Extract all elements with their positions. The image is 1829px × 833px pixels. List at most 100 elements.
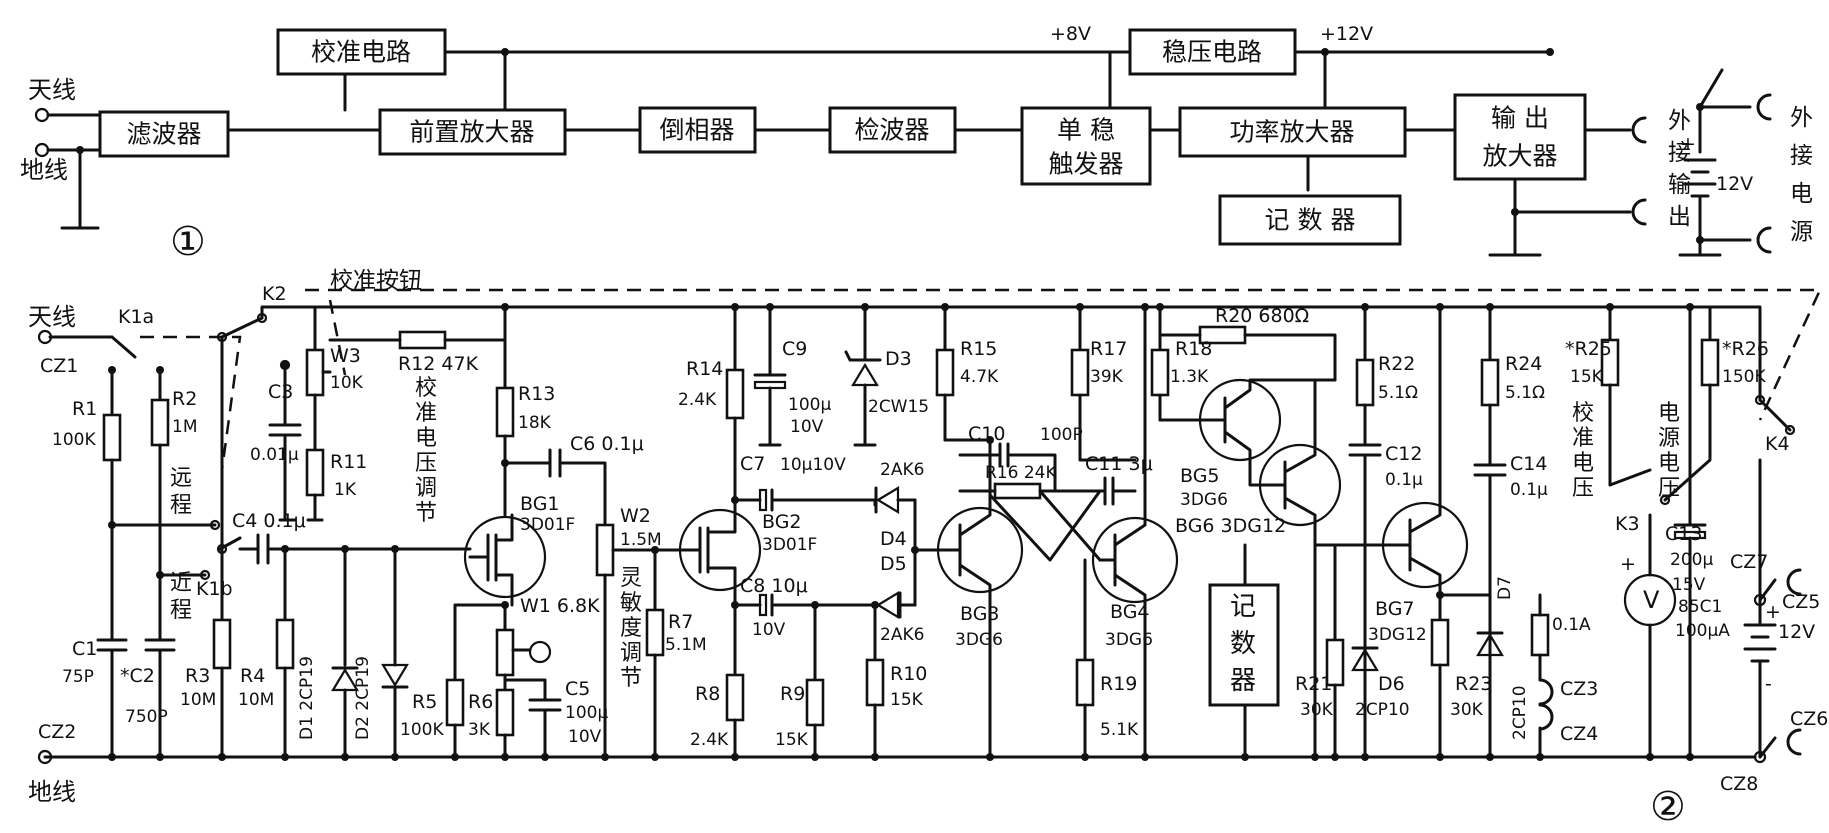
- ext-output-char: 输: [1668, 172, 1691, 198]
- r2-value: 1M: [172, 417, 197, 437]
- c12-value: 0.1μ: [1385, 470, 1423, 490]
- block-label: 触发器: [1048, 150, 1123, 179]
- c5-label: C5: [565, 678, 590, 700]
- c5-value: 10V: [568, 727, 602, 747]
- figure-number-2: ②: [1650, 784, 1686, 830]
- r11-value: 1K: [334, 480, 357, 500]
- r26-label: *R26: [1722, 338, 1769, 360]
- block-filter: 滤波器: [98, 110, 230, 158]
- battery-label: 12V: [1716, 173, 1753, 195]
- r4-label: R4: [240, 665, 265, 687]
- cz2-label: CZ2: [38, 721, 76, 743]
- r22-value: 5.1Ω: [1378, 383, 1418, 403]
- r2-label: R2: [172, 388, 197, 410]
- r20-label: R20 680Ω: [1215, 305, 1309, 327]
- plus-label: +: [1680, 133, 1696, 155]
- fuse-label: 0.1A: [1552, 615, 1591, 635]
- c4-label: C4 0.1μ: [232, 510, 306, 532]
- far-label: 程: [170, 493, 192, 518]
- r14-value: 2.4K: [678, 390, 717, 410]
- r21-value: 30K: [1300, 700, 1334, 720]
- ext-output-char: 外: [1668, 108, 1691, 134]
- bg5-value: 3DG6: [1180, 490, 1228, 510]
- c9-label: C9: [782, 338, 807, 360]
- r1-label: R1: [72, 398, 97, 420]
- cz3-label: CZ3: [1560, 678, 1598, 700]
- ext-output-char: 接: [1668, 140, 1691, 166]
- r1-value: 100K: [52, 430, 96, 450]
- d7-label: D7: [1495, 576, 1515, 600]
- c13-value: 200μ: [1670, 550, 1713, 570]
- block-label: 前置放大器: [409, 118, 534, 147]
- block-detector: 检波器: [828, 106, 957, 154]
- r19-label: R19: [1100, 673, 1137, 695]
- bg4-value: 3DG6: [1105, 630, 1153, 650]
- r24-label: R24: [1505, 353, 1542, 375]
- cz7-label: CZ7: [1730, 551, 1768, 573]
- bg7-label: BG7: [1375, 598, 1415, 620]
- r23-label: R23: [1455, 673, 1492, 695]
- calib-v-label: 电: [1572, 451, 1594, 476]
- block-preamp: 前置放大器: [378, 108, 567, 156]
- block-label: 功率放大器: [1229, 118, 1354, 147]
- ext-power-char: 电: [1790, 181, 1813, 207]
- r8-value: 2.4K: [690, 730, 729, 750]
- calib-adj-label: 节: [415, 501, 437, 526]
- r24-value: 5.1Ω: [1505, 383, 1545, 403]
- d3-value: 2CW15: [868, 397, 929, 417]
- r21-label: R21: [1295, 673, 1332, 695]
- w3-value: 10K: [330, 373, 364, 393]
- calib-adj-label: 校: [415, 376, 437, 401]
- r8-label: R8: [695, 683, 720, 705]
- c10-value: 100P: [1040, 425, 1083, 445]
- r16-label: R16 24K: [985, 463, 1057, 483]
- block-label: 输 出: [1491, 104, 1549, 133]
- r4-value: 10M: [238, 690, 274, 710]
- block-inverter: 倒相器: [638, 106, 757, 154]
- sens-adj-label: 度: [620, 616, 642, 641]
- k2-label: K2: [262, 283, 287, 305]
- cz8-label: CZ8: [1720, 773, 1758, 795]
- near-label: 程: [170, 598, 192, 623]
- supply-v-label: 电: [1658, 451, 1680, 476]
- antenna-label: 天线: [28, 76, 76, 104]
- bg1-value: 3D01F: [520, 515, 575, 535]
- bg2-value: 3D01F: [762, 535, 817, 555]
- r23-value: 30K: [1450, 700, 1484, 720]
- block-label: 放大器: [1482, 142, 1557, 171]
- r17-value: 39K: [1090, 367, 1124, 387]
- counter-label: 记: [1230, 592, 1256, 622]
- r6-label: R6: [468, 691, 493, 713]
- cz6-label: CZ6: [1790, 708, 1828, 730]
- calib-v-label: 压: [1572, 476, 1594, 501]
- w3-label: W3: [330, 345, 361, 367]
- c13-value: 15V: [1672, 575, 1706, 595]
- c6-label: C6 0.1μ: [570, 433, 644, 455]
- r15-label: R15: [960, 338, 997, 360]
- c12-label: C12: [1385, 443, 1422, 465]
- bg3-label: BG3: [960, 603, 1000, 625]
- d6-value: 2CP10: [1355, 700, 1410, 720]
- d5-value: 2AK6: [880, 625, 924, 645]
- sens-adj-label: 节: [620, 666, 642, 691]
- bg1-label: BG1: [520, 493, 560, 515]
- r14-label: R14: [686, 358, 723, 380]
- d4-value: 2AK6: [880, 460, 924, 480]
- c3-value: 0.01μ: [250, 445, 299, 465]
- k3-label: K3: [1615, 513, 1640, 535]
- ext-power-char: 源: [1790, 219, 1813, 245]
- supply-v-label: 电: [1658, 401, 1680, 426]
- figure-number-1: ①: [170, 219, 206, 265]
- calib-adj-label: 准: [415, 401, 437, 426]
- meter-type: 85C1: [1678, 597, 1722, 617]
- w2-value: 1.5M: [620, 530, 662, 550]
- block-monostable: 单 稳 触发器: [1020, 106, 1152, 186]
- d4-label: D4: [880, 528, 907, 550]
- block-regulator: 稳压电路: [1128, 28, 1297, 76]
- c9-value: 10V: [790, 417, 824, 437]
- calib-button-label: 校准按钮: [330, 268, 422, 294]
- r25-value: 15K: [1570, 367, 1604, 387]
- sens-adj-label: 敏: [620, 591, 642, 616]
- r15-value: 4.7K: [960, 367, 999, 387]
